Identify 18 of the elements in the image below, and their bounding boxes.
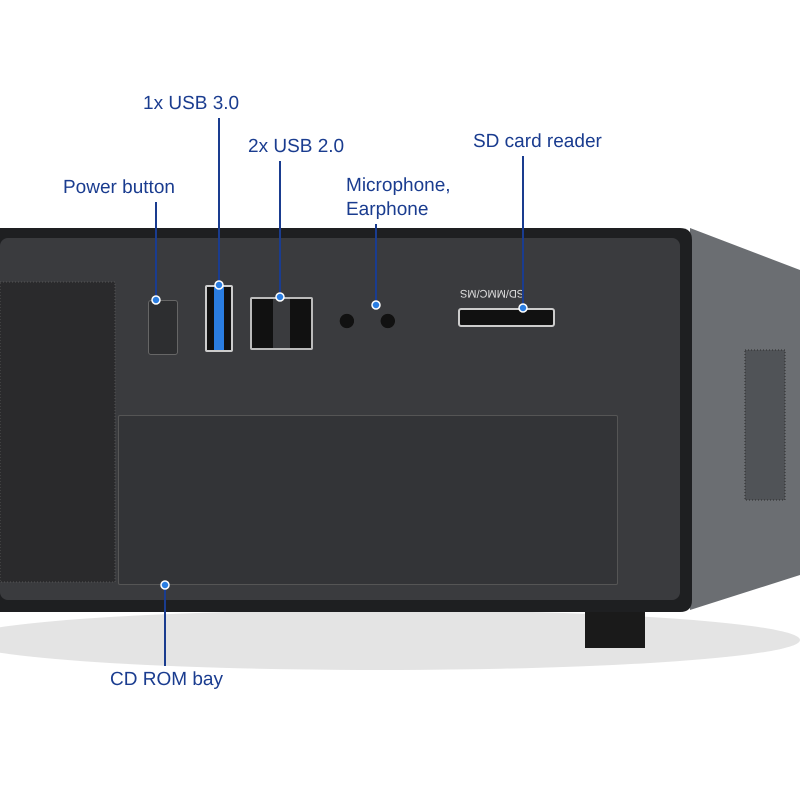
leader-line <box>160 580 170 666</box>
usb-port <box>205 285 233 352</box>
leader-line <box>518 156 528 313</box>
leader-line <box>151 202 161 305</box>
callout-label: Power button <box>63 176 198 200</box>
callout-label: SD card reader <box>473 130 625 154</box>
callout-label: 2x USB 2.0 <box>248 135 358 159</box>
leader-line <box>214 118 224 290</box>
callout-label: 1x USB 3.0 <box>143 92 258 116</box>
usb-ports <box>250 297 313 350</box>
drive-bay-cover <box>118 415 618 585</box>
power-button <box>148 300 178 355</box>
leader-line <box>371 224 381 310</box>
leader-line <box>275 161 285 302</box>
card-slot <box>458 308 555 327</box>
printed-marking: SD/MMC/MS <box>460 287 524 299</box>
callout-label: Microphone, Earphone <box>346 174 451 222</box>
callout-label: CD ROM bay <box>110 668 245 692</box>
